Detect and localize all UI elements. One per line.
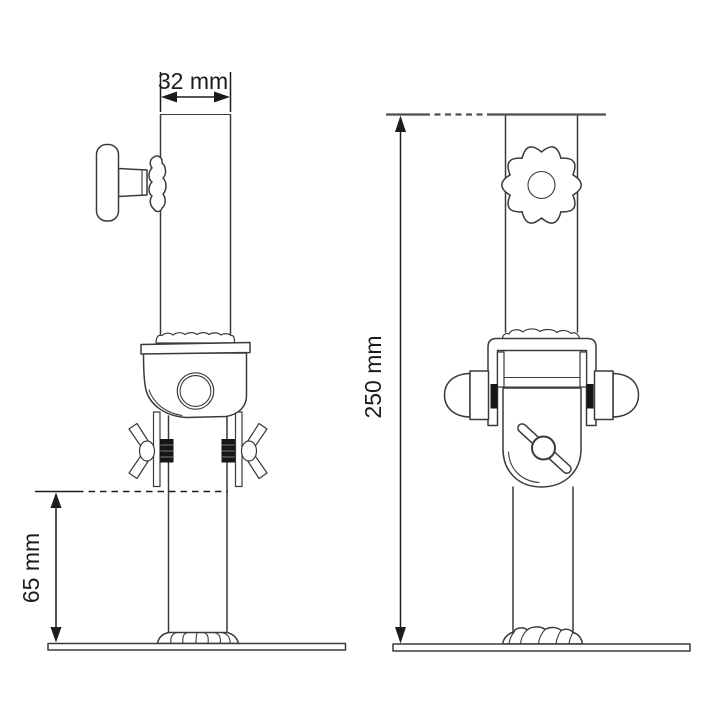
pole-foot	[156, 631, 240, 645]
dimension-arrow-right	[214, 91, 230, 103]
clamp-bracket	[487, 337, 597, 427]
threaded-rods	[160, 439, 235, 463]
dimension-arrow-down	[50, 627, 62, 643]
collar	[155, 332, 236, 344]
locking-bolt-head	[531, 435, 556, 461]
pole-foot-front	[501, 626, 584, 645]
dimension-arrow-up	[50, 492, 62, 508]
dimension-arrow-up	[395, 115, 406, 132]
wing-nut-right	[240, 422, 268, 480]
dimension-arrow-left	[161, 91, 177, 103]
wing-nut-left	[128, 422, 156, 480]
base-plate-front	[392, 643, 691, 652]
cap-nut-right	[593, 370, 640, 421]
front-view: 250 mm	[360, 113, 691, 652]
side-view: 32 mm 65 mm	[18, 68, 347, 651]
height-dimension: 250 mm	[360, 115, 406, 644]
width-dimension: 32 mm	[158, 68, 232, 112]
clamp-top-plate	[140, 341, 251, 355]
dimension-arrow-down	[395, 627, 406, 644]
base-plate	[47, 642, 347, 651]
clamp-knob-side	[95, 143, 167, 222]
height-dimension-label: 250 mm	[360, 335, 386, 418]
star-knob	[501, 146, 582, 224]
lower-pole	[167, 415, 228, 634]
clamp-hole	[176, 372, 215, 410]
clamp-lower-body	[502, 387, 582, 488]
knob-shaft	[117, 167, 148, 198]
clamp-strap	[496, 351, 588, 388]
base-height-dimension: 65 mm	[18, 492, 62, 643]
base-height-dimension-label: 65 mm	[18, 533, 44, 603]
clamp-body	[140, 341, 251, 419]
threaded-rods-front	[490, 384, 594, 409]
upper-tube	[159, 113, 232, 335]
cap-nut-left	[443, 370, 490, 421]
upper-tube-front	[504, 113, 579, 333]
width-dimension-label: 32 mm	[158, 68, 228, 94]
lower-pole-front	[512, 486, 574, 633]
knob-head	[95, 143, 120, 222]
knob-center-hole	[527, 170, 556, 200]
knob-flange	[148, 155, 167, 213]
